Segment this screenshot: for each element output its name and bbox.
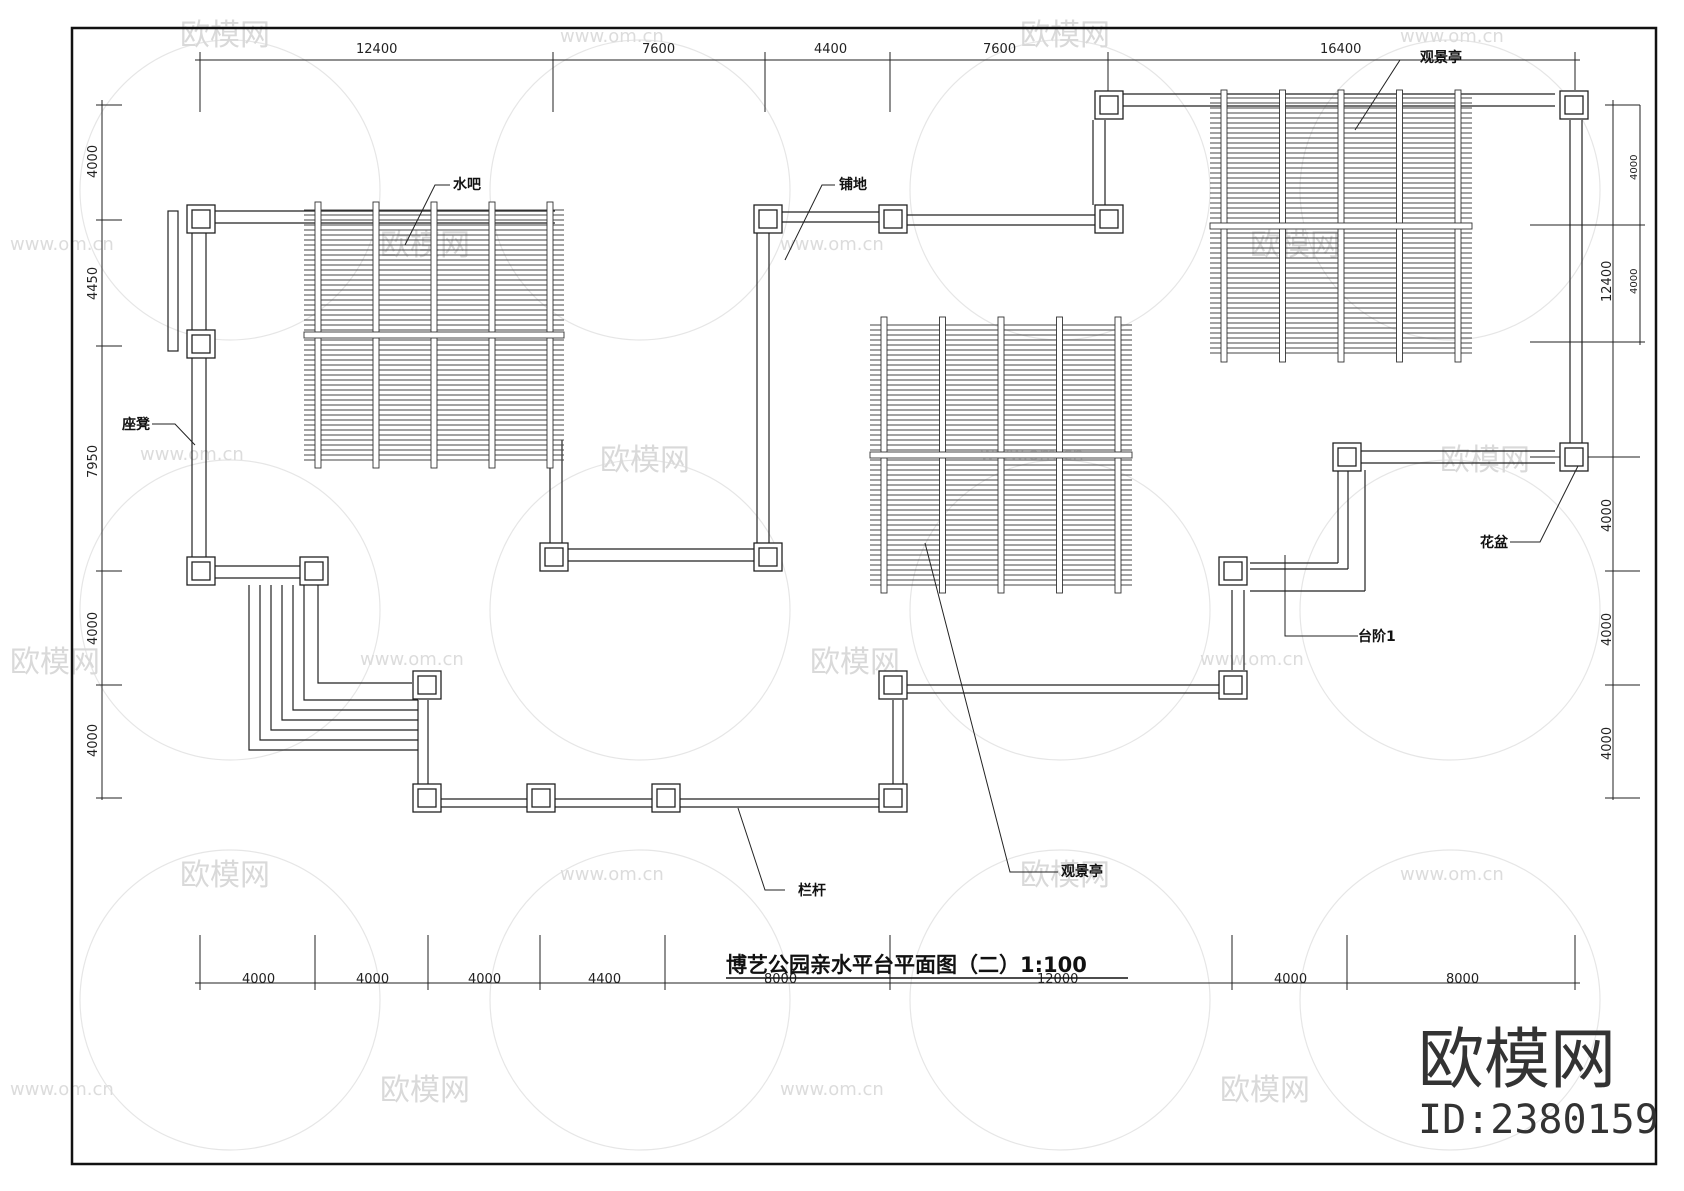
pergola-water-bar xyxy=(303,201,565,469)
right-dimension-texts: 12400 4000 4000 4000 4000 4000 xyxy=(1600,155,1640,760)
annotation-labels: 水吧 铺地 观景亭 座凳 花盆 台阶1 栏杆 观景亭 xyxy=(122,49,1509,899)
dim-text: 12000 xyxy=(1037,972,1078,987)
dim-text: 12400 xyxy=(1600,261,1615,302)
watermark-text: 欧模网 xyxy=(1020,858,1110,893)
dim-text: 4000 xyxy=(1629,269,1640,294)
dim-text: 4000 xyxy=(86,724,101,757)
pergola-viewing-pavilion-top xyxy=(1209,89,1473,363)
dim-text: 12400 xyxy=(356,42,397,57)
railings xyxy=(167,93,1583,808)
watermark-text: 欧模网 xyxy=(180,18,270,53)
watermark-url: www.om.cn xyxy=(1400,864,1504,885)
dim-text: 4000 xyxy=(1600,727,1615,760)
watermark-url: www.om.cn xyxy=(560,26,664,47)
dim-text: 4000 xyxy=(86,612,101,645)
dim-text: 7950 xyxy=(86,445,101,478)
brand-mark: 欧模网 ID:2380159 xyxy=(1418,1021,1659,1143)
dim-text: 4000 xyxy=(356,972,389,987)
watermark-url: www.om.cn xyxy=(10,1079,114,1100)
drawing-frame xyxy=(70,26,1658,1166)
dimension-lines xyxy=(96,52,1645,990)
dim-text: 4000 xyxy=(1629,155,1640,180)
dim-text: 4000 xyxy=(1600,613,1615,646)
watermark-url: www.om.cn xyxy=(780,1079,884,1100)
dim-text: 7600 xyxy=(642,42,675,57)
dim-text: 7600 xyxy=(983,42,1016,57)
label-paving: 铺地 xyxy=(839,176,867,193)
dim-text: 4000 xyxy=(1600,499,1615,532)
dim-text: 8000 xyxy=(764,972,797,987)
watermark-text: 欧模网 xyxy=(600,443,690,478)
brand-name: 欧模网 xyxy=(1418,1021,1616,1098)
pergola-cross-beam xyxy=(869,451,1133,459)
pergola-cross-beam xyxy=(1209,222,1473,230)
watermark-url: www.om.cn xyxy=(10,234,114,255)
label-water-bar: 水吧 xyxy=(453,176,481,193)
brand-id: ID:2380159 xyxy=(1418,1097,1659,1143)
dim-text: 4000 xyxy=(86,145,101,178)
drawing-title: 博艺公园亲水平台平面图（二）1:100 xyxy=(726,953,1087,977)
column-posts xyxy=(186,90,1589,813)
watermark-layer xyxy=(79,39,1601,1151)
label-flower-pot: 花盆 xyxy=(1480,534,1509,551)
watermark-url: www.om.cn xyxy=(360,649,464,670)
dim-text: 4400 xyxy=(814,42,847,57)
dim-text: 8000 xyxy=(1446,972,1479,987)
bottom-dimension-texts: 4000 4000 4000 4400 8000 12000 4000 8000 xyxy=(242,972,1479,987)
watermark-url: www.om.cn xyxy=(1200,649,1304,670)
watermark-url: www.om.cn xyxy=(780,234,884,255)
watermark-text: 欧模网 xyxy=(10,645,100,680)
pergola-cross-beam xyxy=(303,331,565,339)
watermark-url: www.om.cn xyxy=(560,864,664,885)
leader-lines xyxy=(152,59,1579,891)
left-dimension-texts: 4000 4450 7950 4000 4000 xyxy=(86,145,101,757)
watermark-text: 欧模网 xyxy=(1020,18,1110,53)
label-railing: 栏杆 xyxy=(798,882,826,899)
dim-text: 4450 xyxy=(86,267,101,300)
watermark-text: 欧模网 xyxy=(380,1073,470,1108)
label-step: 台阶1 xyxy=(1358,628,1396,645)
dim-text: 4000 xyxy=(468,972,501,987)
watermark-text: 欧模网 xyxy=(1440,443,1530,478)
dim-text: 4000 xyxy=(242,972,275,987)
watermark-url: www.om.cn xyxy=(1400,26,1504,47)
watermark-text: 欧模网 xyxy=(380,228,470,263)
watermark-text: 欧模网 xyxy=(180,858,270,893)
watermark-text: 欧模网 xyxy=(1220,1073,1310,1108)
label-viewing-pavilion-top: 观景亭 xyxy=(1420,49,1462,66)
pergola-viewing-pavilion-center xyxy=(869,316,1133,594)
watermark-text: 欧模网 xyxy=(1250,228,1340,263)
label-bench: 座凳 xyxy=(122,416,151,433)
dim-text: 4000 xyxy=(1274,972,1307,987)
dim-text: 16400 xyxy=(1320,42,1361,57)
dim-text: 4400 xyxy=(588,972,621,987)
top-dimension-texts: 12400 7600 4400 7600 16400 xyxy=(356,42,1361,57)
label-viewing-pavilion-bottom: 观景亭 xyxy=(1061,863,1103,880)
